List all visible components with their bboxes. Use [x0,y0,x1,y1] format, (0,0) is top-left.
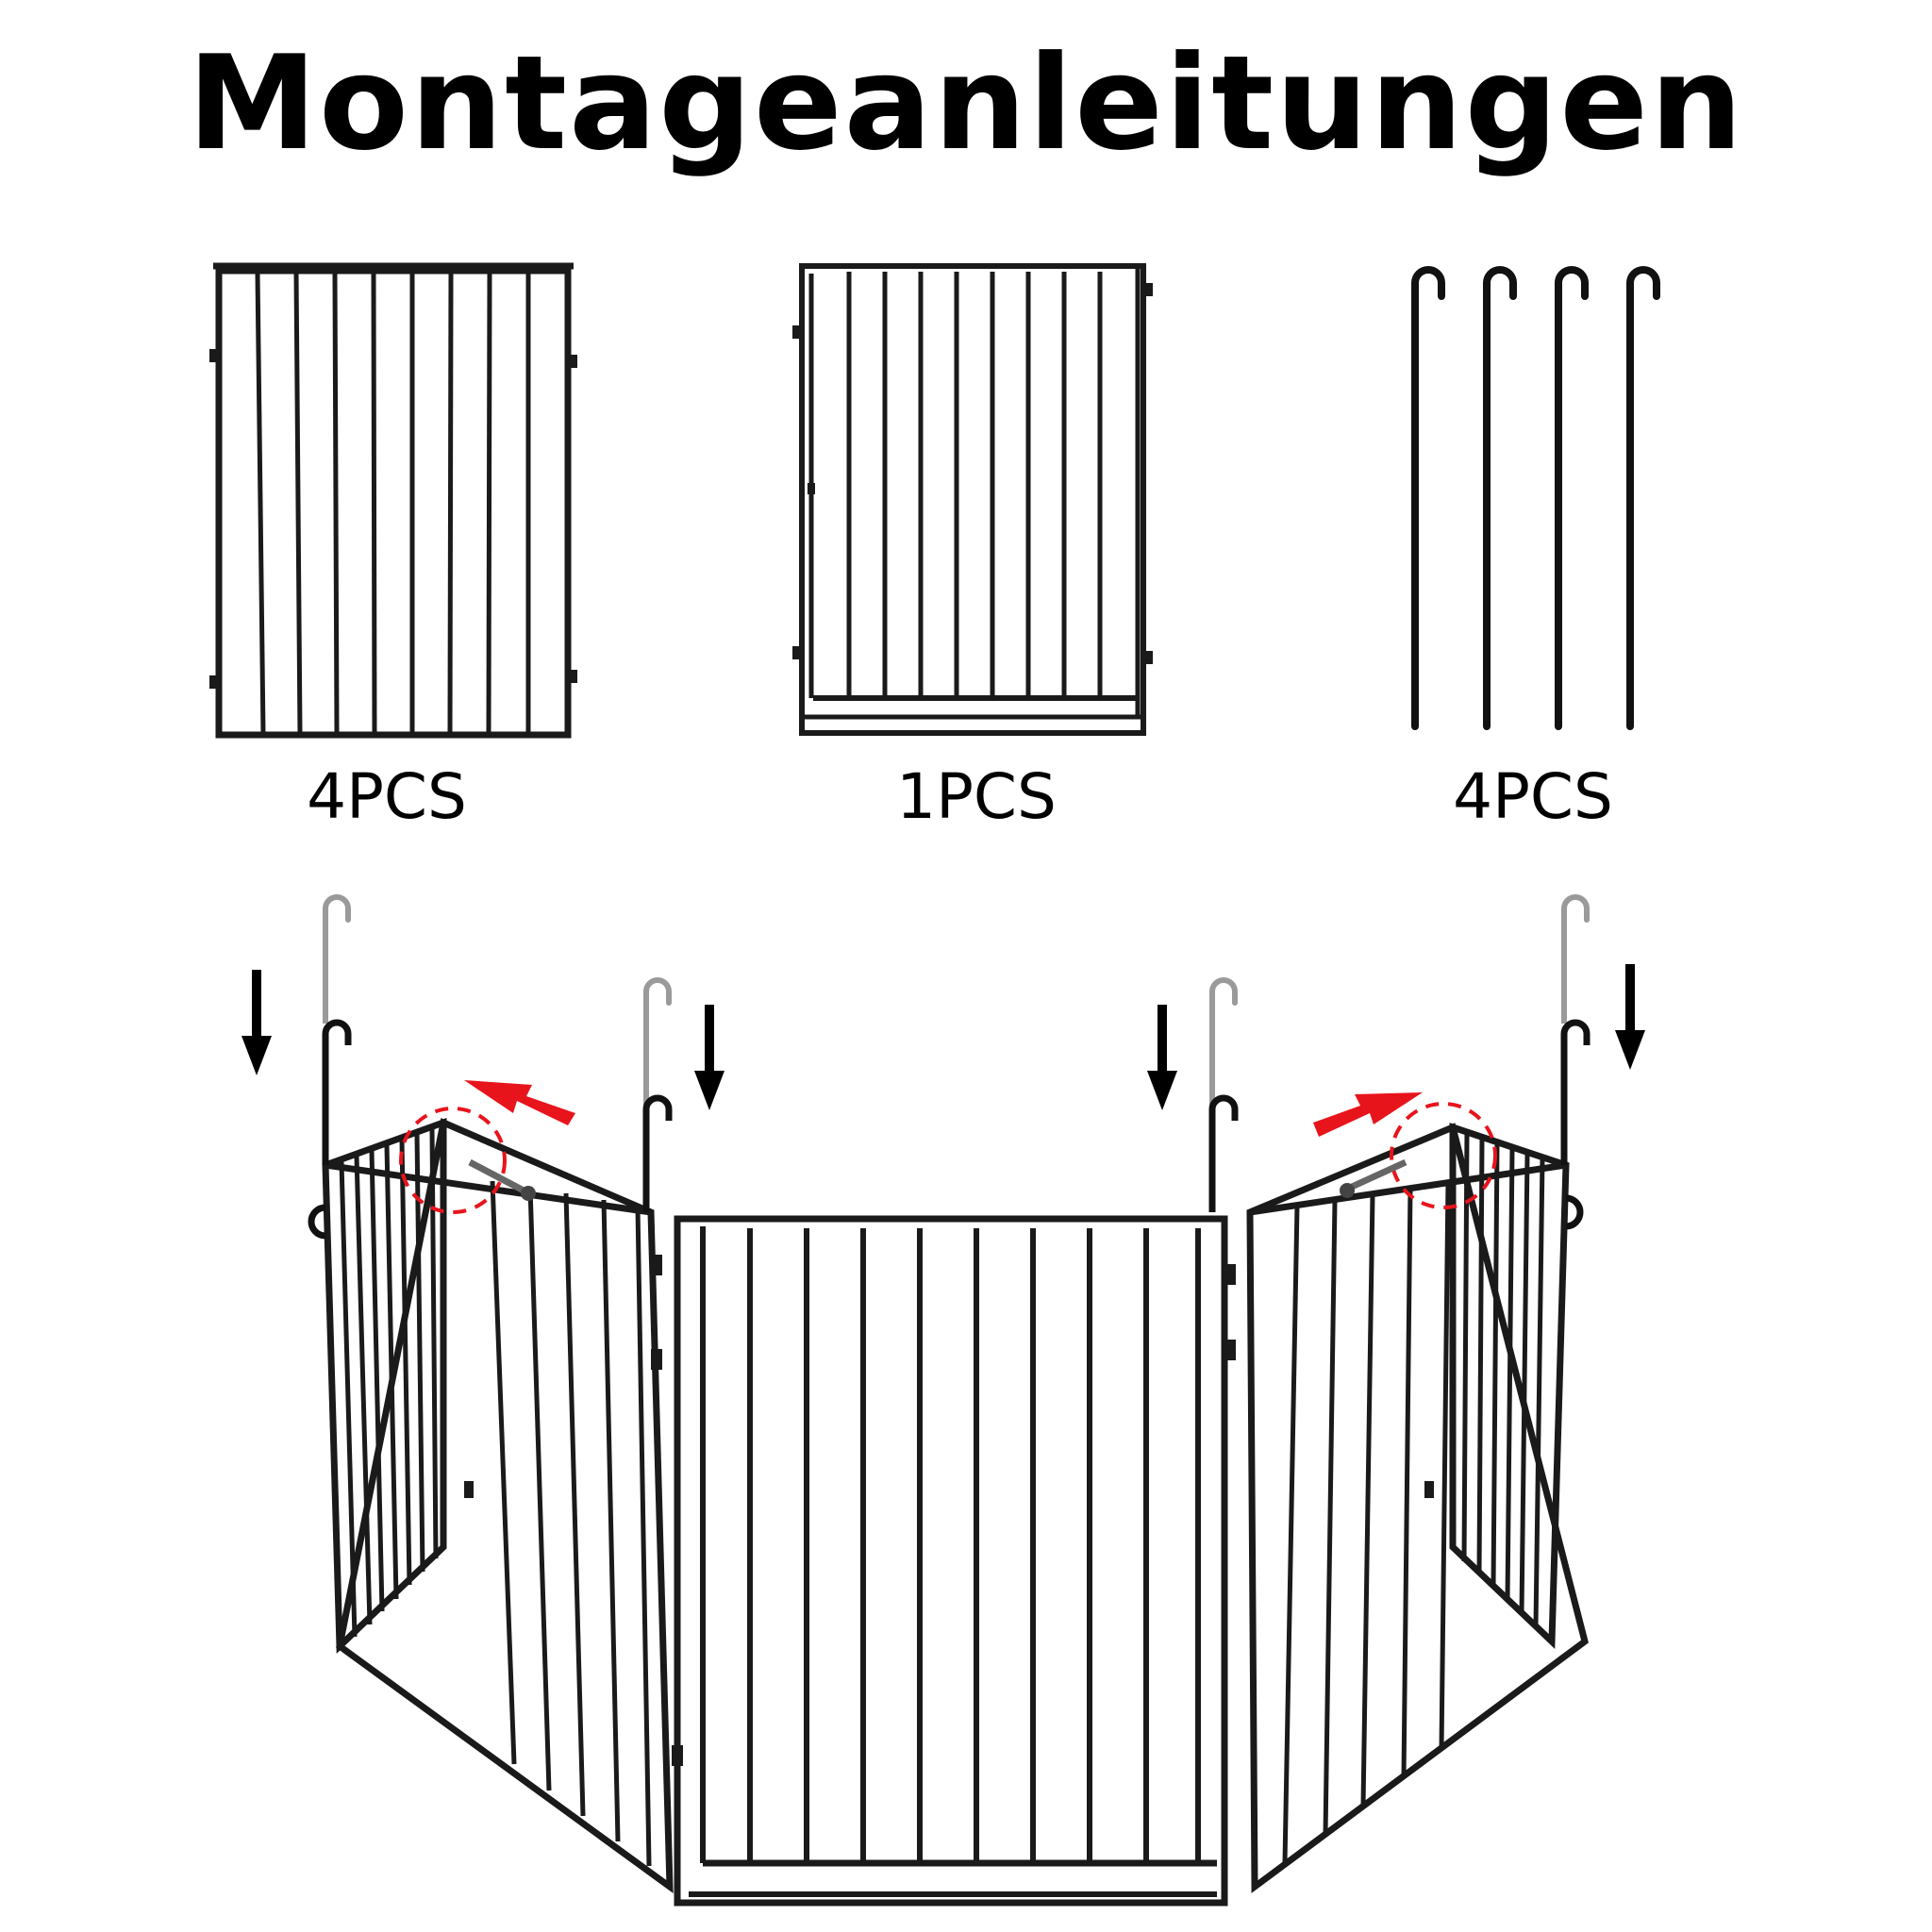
assembled-fence [308,1118,1589,1907]
insertion-pins [322,897,1591,1212]
gate-quantity-label: 1PCS [896,760,1057,833]
screw-icon [468,1158,1407,1201]
down-arrow-icon [242,964,1645,1110]
red-arrow-icon [464,1080,1423,1137]
gate-panel-part [792,263,1153,736]
panel-quantity-label: 4PCS [307,760,467,833]
pin-quantity-label: 4PCS [1453,760,1613,833]
panel-part [209,262,577,739]
hook-pin-part [1415,270,1657,726]
dashed-circle-highlight [399,1102,1497,1214]
page-title: Montageanleitungen [187,27,1745,179]
